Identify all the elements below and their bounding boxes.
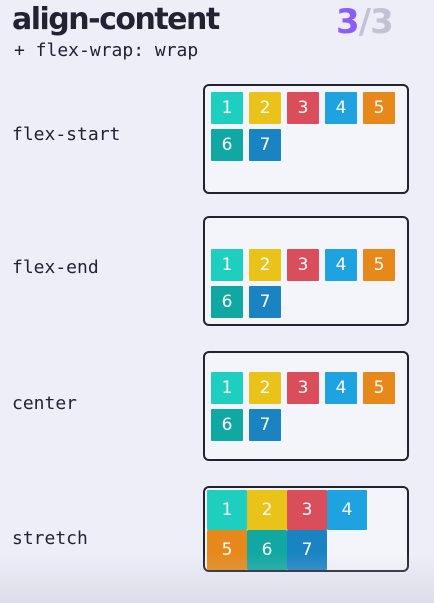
page-subtitle: + flex-wrap: wrap [14,40,199,61]
flex-item: 3 [287,249,319,281]
row-label-flex-end: flex-end [12,257,99,278]
flex-item: 4 [327,490,367,530]
flex-item: 1 [207,490,247,530]
row-label-center: center [12,393,78,414]
flex-item: 5 [363,249,395,281]
flex-item: 4 [325,92,357,124]
demo-box-stretch: 1 2 3 4 5 6 7 [203,486,409,572]
page-current: 3 [336,2,360,42]
flex-item: 3 [287,92,319,124]
flex-item: 6 [211,129,243,161]
page-separator: / [358,2,371,42]
flex-item: 1 [211,249,243,281]
flex-item: 6 [211,286,243,318]
flex-item: 3 [287,490,327,530]
flex-item: 7 [287,530,327,570]
page-counter: 3/3 [336,2,394,42]
flex-item: 2 [249,92,281,124]
demo-box-flex-start: 1 2 3 4 5 6 7 [203,84,409,194]
flex-item: 7 [249,129,281,161]
flex-item: 6 [247,530,287,570]
flex-item: 5 [207,530,247,570]
row-label-stretch: stretch [12,528,88,549]
flex-item: 2 [249,249,281,281]
flex-item: 3 [287,371,319,404]
page-total: 3 [370,2,394,42]
flex-item: 5 [363,92,395,124]
flex-item: 6 [211,408,243,441]
flex-item: 1 [211,92,243,124]
flex-item: 5 [363,371,395,404]
demo-box-flex-end: 1 2 3 4 5 6 7 [203,216,409,326]
row-label-flex-start: flex-start [12,124,121,145]
flex-item: 2 [249,371,281,404]
flex-item: 4 [325,249,357,281]
flex-item: 2 [247,490,287,530]
page-title: align-content [12,2,220,37]
flex-item: 4 [325,371,357,404]
flex-item: 7 [249,286,281,318]
flex-item: 7 [249,408,281,441]
demo-box-center: 1 2 3 4 5 6 7 [203,351,409,461]
flex-item: 1 [211,371,243,404]
